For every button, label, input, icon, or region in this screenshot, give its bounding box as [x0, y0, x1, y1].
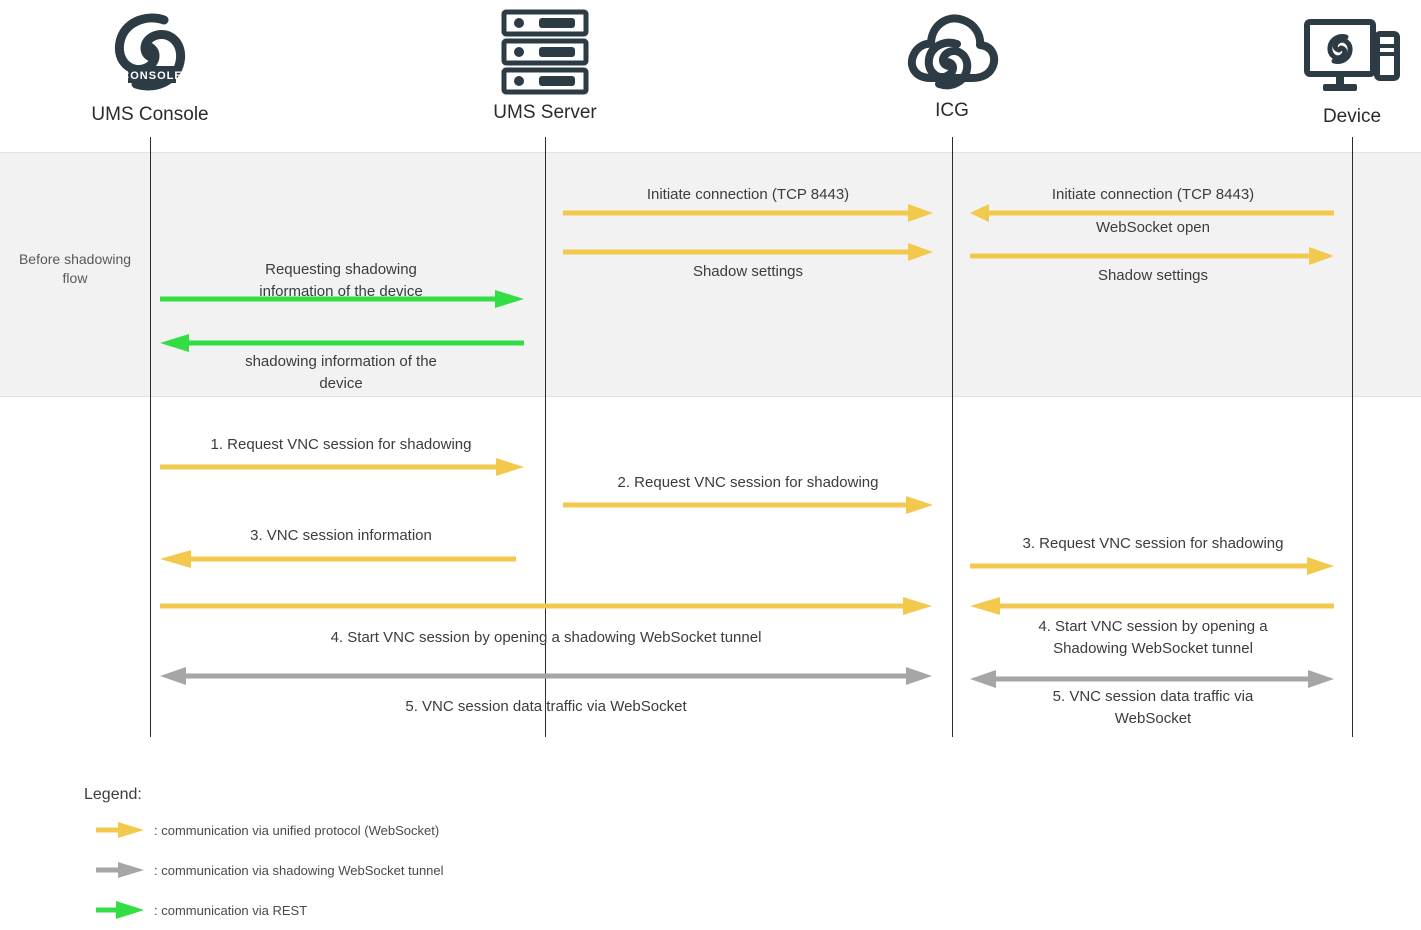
phase-label-before-shadowing: Before shadowing flow [18, 251, 132, 286]
message-label-step1: 1. Request VNC session for shadowing [210, 436, 472, 453]
message-label-shadow-settings-1: Shadow settings [692, 263, 804, 280]
legend-title: Legend: [84, 786, 142, 803]
arrow-request-shadow-info [160, 290, 524, 308]
message-label-step4-left: 4. Start VNC session by opening a shadow… [330, 629, 762, 646]
legend-item-rest: : communication via REST [96, 901, 307, 919]
arrow-websocket-open [970, 247, 1334, 265]
server-rack-icon [445, 8, 645, 96]
arrow-step4-right [970, 597, 1334, 615]
arrow-initiate-icg-device [970, 204, 1334, 222]
legend-unified-text: : communication via unified protocol (We… [154, 822, 440, 838]
arrow-shadow-settings-server-icg [563, 243, 933, 261]
legend-item-tunnel: : communication via shadowing WebSocket … [96, 861, 444, 879]
participant-ums-server: UMS Server [445, 8, 645, 124]
message-label-shadow-settings-2: Shadow settings [1097, 267, 1209, 284]
arrow-step3-left [160, 550, 516, 568]
svg-text:CONSOLE: CONSOLE [121, 70, 182, 82]
participant-label: Device [1322, 106, 1382, 127]
arrow-shadow-info-reply [160, 334, 524, 352]
arrow-step4-left [160, 597, 932, 615]
participant-icg: ICG [852, 6, 1052, 122]
cloud-gateway-icon [852, 6, 1052, 94]
message-label-step3-left: 3. VNC session information [250, 527, 432, 544]
message-label-step4-right: 4. Start VNC session by opening a Shadow… [1038, 618, 1268, 657]
message-label-step3-right: 3. Request VNC session for shadowing [1022, 535, 1284, 552]
message-label-shadow-info-reply: shadowing information of the device [245, 353, 437, 392]
participant-ums-console: CONSOLE UMS Console [50, 6, 250, 126]
legend-item-unified: : communication via unified protocol (We… [96, 821, 439, 839]
legend-tunnel-arrow-icon [96, 861, 144, 879]
message-label-step2: 2. Request VNC session for shadowing [617, 474, 879, 491]
arrow-step5-right [970, 670, 1334, 688]
legend-tunnel-text: : communication via shadowing WebSocket … [154, 862, 444, 878]
desktop-device-icon [1252, 16, 1421, 100]
phase-band-before-shadowing [0, 152, 1421, 397]
participant-label: UMS Console [91, 104, 209, 125]
message-label-step5-left: 5. VNC session data traffic via WebSocke… [405, 698, 687, 715]
arrow-step5-left [160, 667, 932, 685]
lifeline-ums-console [150, 137, 151, 737]
arrow-step2 [563, 496, 933, 514]
participant-device: Device [1252, 16, 1421, 128]
legend-rest-text: : communication via REST [154, 902, 308, 918]
message-label-websocket-open: WebSocket open [1096, 219, 1210, 236]
arrow-initiate-server-icg [563, 204, 933, 222]
ums-console-logo-icon: CONSOLE [50, 6, 250, 98]
lifeline-device [1352, 137, 1353, 737]
lifeline-icg [952, 137, 953, 737]
message-label-request-shadow-info: Requesting shadowing information of the … [259, 261, 423, 300]
arrow-step3-right [970, 557, 1334, 575]
participant-label: UMS Server [493, 102, 597, 123]
legend-unified-arrow-icon [96, 821, 144, 839]
message-label-initiate-icg-device: Initiate connection (TCP 8443) [1051, 186, 1255, 203]
participant-label: ICG [935, 100, 969, 121]
message-label-initiate-server-icg: Initiate connection (TCP 8443) [646, 186, 850, 203]
arrow-step1 [160, 458, 524, 476]
legend-rest-arrow-icon [96, 901, 144, 919]
message-label-step5-right: 5. VNC session data traffic via WebSocke… [1052, 688, 1254, 727]
lifeline-ums-server [545, 137, 546, 737]
